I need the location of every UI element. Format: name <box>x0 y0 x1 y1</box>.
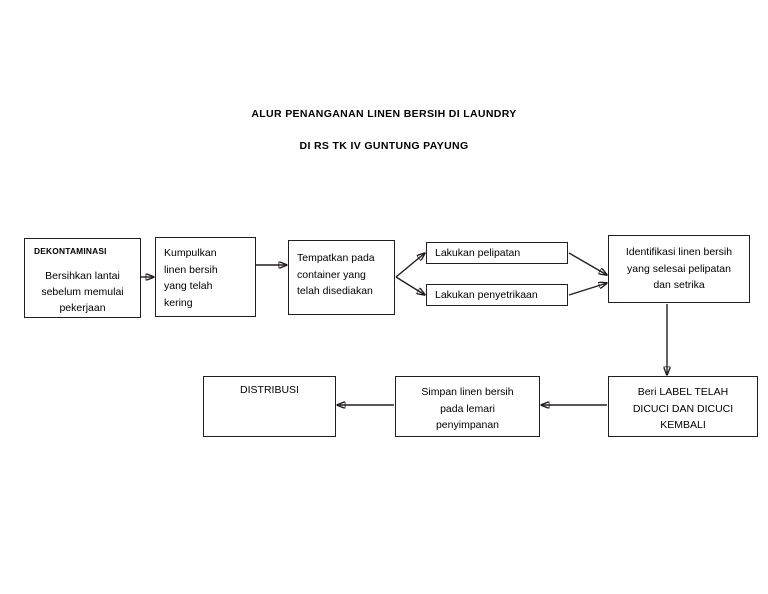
node-simpan-linen[interactable]: Simpan linen bersih pada lemari penyimpa… <box>395 376 540 437</box>
node-distribusi-label: DISTRIBUSI <box>240 384 299 396</box>
node-tempatkan-label: Tempatkan pada container yang telah dise… <box>297 252 375 297</box>
node-kumpulkan-label: Kumpulkan linen bersih yang telah kering <box>164 247 218 309</box>
edge-tempatkan-to-penyetrikaan <box>395 276 425 295</box>
node-lakukan-pelipatan[interactable]: Lakukan pelipatan <box>426 242 568 264</box>
node-identifikasi-linen[interactable]: Identifikasi linen bersih yang selesai p… <box>608 235 750 303</box>
node-beri-label[interactable]: Beri LABEL TELAH DICUCI DAN DICUCI KEMBA… <box>608 376 758 437</box>
node-tempatkan-container[interactable]: Tempatkan pada container yang telah dise… <box>288 240 395 315</box>
node-pelipatan-label: Lakukan pelipatan <box>435 247 521 259</box>
edge-pelipatan-to-identifikasi <box>568 252 607 275</box>
node-dekontaminasi-label: Bersihkan lantai sebelum memulai pekerja… <box>41 270 124 314</box>
node-simpan-label: Simpan linen bersih pada lemari penyimpa… <box>421 386 514 431</box>
node-kumpulkan-linen[interactable]: Kumpulkan linen bersih yang telah kering <box>155 237 256 317</box>
node-distribusi[interactable]: DISTRIBUSI <box>203 376 336 437</box>
node-identifikasi-label: Identifikasi linen bersih yang selesai p… <box>625 246 733 291</box>
title-line-2: DI RS TK IV GUNTUNG PAYUNG <box>299 140 469 152</box>
node-dekontaminasi-header: DEKONTAMINASI <box>34 246 107 256</box>
diagram-title: ALUR PENANGANAN LINEN BERSIH DI LAUNDRY … <box>0 106 768 154</box>
title-line-1: ALUR PENANGANAN LINEN BERSIH DI LAUNDRY <box>251 108 517 120</box>
node-dekontaminasi[interactable]: DEKONTAMINASI Bersihkan lantai sebelum m… <box>24 238 141 318</box>
node-penyetrikaan-label: Lakukan penyetrikaan <box>435 289 538 301</box>
edge-penyetrikaan-to-identifikasi <box>568 283 607 296</box>
node-lakukan-penyetrikaan[interactable]: Lakukan penyetrikaan <box>426 284 568 306</box>
edge-tempatkan-to-pelipatan <box>395 253 425 278</box>
node-label-label: Beri LABEL TELAH DICUCI DAN DICUCI KEMBA… <box>632 386 734 431</box>
